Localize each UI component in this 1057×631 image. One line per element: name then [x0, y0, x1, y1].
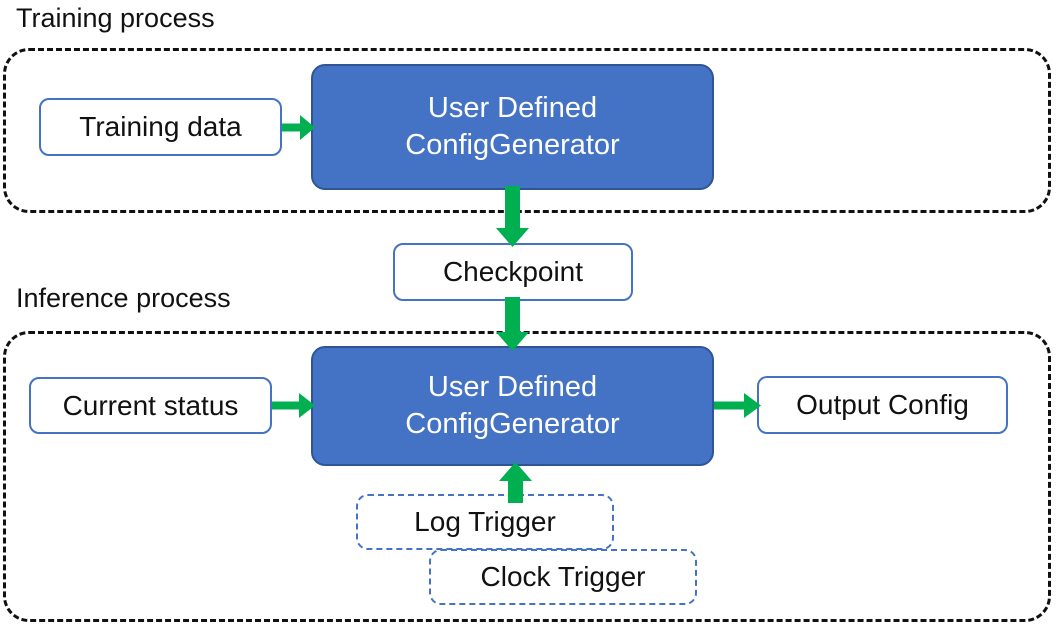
node-output-config[interactable]: Output Config [757, 376, 1008, 434]
node-clock-trigger[interactable]: Clock Trigger [429, 549, 697, 605]
section-caption-training: Training process [16, 3, 215, 33]
node-user-defined-configgenerator-training[interactable]: User Defined ConfigGenerator [311, 64, 714, 190]
node-training-data[interactable]: Training data [39, 98, 282, 156]
node-log-trigger[interactable]: Log Trigger [356, 494, 614, 550]
node-label-line2: ConfigGenerator [405, 408, 620, 440]
node-checkpoint[interactable]: Checkpoint [393, 243, 633, 301]
node-label-line1: User Defined [427, 91, 598, 124]
node-current-status[interactable]: Current status [29, 377, 272, 434]
node-label-line2: ConfigGenerator [405, 129, 620, 161]
node-label-line1: User Defined [427, 370, 598, 403]
node-user-defined-configgenerator-inference[interactable]: User Defined ConfigGenerator [311, 346, 714, 466]
section-caption-inference: Inference process [16, 283, 231, 313]
